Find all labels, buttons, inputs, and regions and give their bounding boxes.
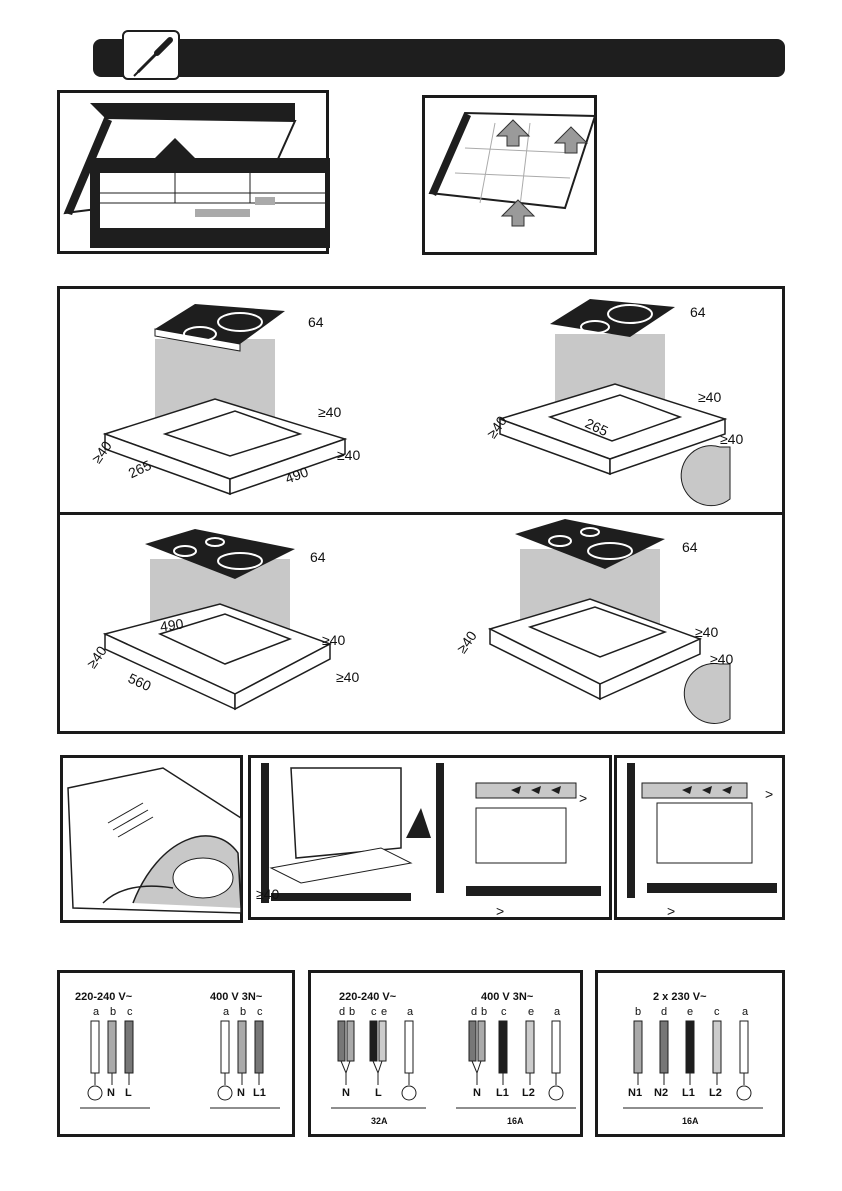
- fig-b-side2-dim: ≥40: [720, 431, 743, 447]
- fig-a-side2-dim: ≥40: [337, 447, 360, 463]
- section-header-bar: [93, 39, 785, 77]
- terminal-label: L2: [709, 1087, 722, 1099]
- terminal-label: L2: [522, 1087, 535, 1099]
- terminal-label: L1: [682, 1087, 695, 1099]
- terminal-label: N: [473, 1087, 481, 1099]
- vent-gap3: >: [765, 786, 773, 802]
- fig-b-height-dim: 64: [690, 304, 706, 320]
- terminal-label: L: [125, 1087, 132, 1099]
- fig-c-side2-dim: ≥40: [336, 669, 359, 685]
- wiring-panel-1: 220-240 V~ 400 V 3N~ a b c a b c N L N L…: [57, 970, 295, 1137]
- vent-gap2: >: [496, 903, 504, 919]
- ventilation-frame-2: > >: [614, 755, 785, 920]
- lifting-figure: [422, 95, 597, 255]
- fig-b-side-dim: ≥40: [698, 389, 721, 405]
- panel3-amps: 16A: [682, 1116, 699, 1126]
- wiring-panel-2: 220-240 V~ 400 V 3N~ d b c e a d b c e a…: [308, 970, 583, 1137]
- terminal-label: N: [237, 1087, 245, 1099]
- fig-c-height-dim: 64: [310, 549, 326, 565]
- terminal-label: N: [107, 1087, 115, 1099]
- fig-a-height-dim: 64: [308, 314, 324, 330]
- fig-d-side2-dim: ≥40: [710, 651, 733, 667]
- fig-c-width-dim: 490: [159, 615, 184, 634]
- installation-dimensions-frame: 64 ≥40 ≥40 ≥40 265 490 64 ≥40 ≥40 ≥40 26…: [57, 286, 785, 734]
- vent-clearance-dim: ≥40: [256, 886, 279, 902]
- fig-d-side-dim: ≥40: [695, 624, 718, 640]
- rating-plate-figure: [57, 90, 329, 254]
- vent-gap1: >: [579, 790, 587, 806]
- vent-gap4: >: [667, 903, 675, 919]
- fig-d-height-dim: 64: [682, 539, 698, 555]
- terminal-label: N1: [628, 1087, 642, 1099]
- terminal-label: N: [342, 1087, 350, 1099]
- ventilation-frame: ≥40 > >: [248, 755, 612, 920]
- terminal-label: L1: [253, 1087, 266, 1099]
- fig-a-side-dim: ≥40: [318, 404, 341, 420]
- terminal-label: L: [375, 1087, 382, 1099]
- panel2-left-amps: 32A: [371, 1116, 388, 1126]
- screwdriver-icon: [122, 30, 180, 80]
- panel2-right-amps: 16A: [507, 1116, 524, 1126]
- seal-application-figure: [60, 755, 243, 923]
- fig-c-side-dim: ≥40: [322, 632, 345, 648]
- terminal-label: L1: [496, 1087, 509, 1099]
- terminal-label: N2: [654, 1087, 668, 1099]
- wiring-panel-3: 2 x 230 V~ b d e c a N1 N2 L1 L2 16A: [595, 970, 785, 1137]
